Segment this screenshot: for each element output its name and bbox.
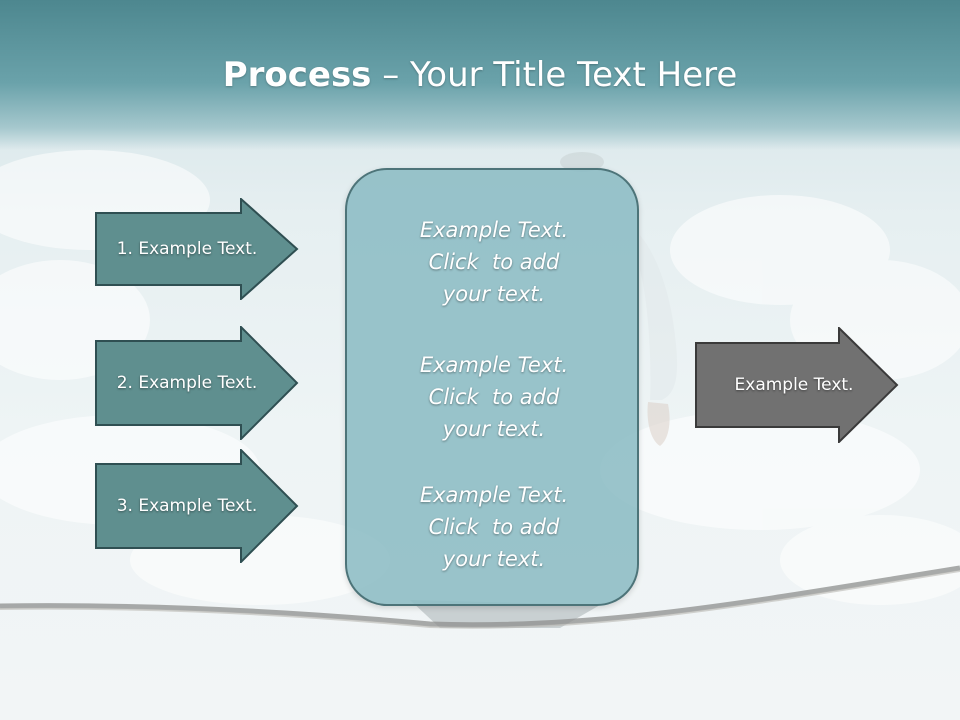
center-text-box[interactable]: Example Text. Click to add your text. Ex…: [345, 168, 639, 606]
right-arrow-shape: [95, 326, 299, 440]
step-label-1: 1. Example Text.: [116, 239, 258, 259]
center-paragraph-1: Example Text. Click to add your text.: [347, 214, 641, 310]
slide-title[interactable]: Process – Your Title Text Here: [0, 52, 960, 98]
step-arrow-3[interactable]: 3. Example Text.: [95, 449, 300, 563]
paragraph-line: your text.: [442, 547, 546, 571]
step-arrow-2[interactable]: 2. Example Text.: [95, 326, 300, 440]
title-rest-part: – Your Title Text Here: [371, 55, 738, 95]
paragraph-line: your text.: [442, 282, 546, 306]
paragraph-line: Click to add: [428, 515, 560, 539]
right-arrow-shape: [95, 198, 299, 300]
step-label-3: 3. Example Text.: [116, 496, 258, 516]
center-paragraph-2: Example Text. Click to add your text.: [347, 349, 641, 445]
step-label-2: 2. Example Text.: [116, 373, 258, 393]
paragraph-line: your text.: [442, 417, 546, 441]
paragraph-line: Example Text.: [419, 218, 569, 242]
right-arrow-shape: [695, 327, 899, 443]
rope: [0, 565, 960, 628]
title-bold-part: Process: [222, 55, 372, 95]
paragraph-line: Example Text.: [419, 483, 569, 507]
paragraph-line: Example Text.: [419, 353, 569, 377]
paragraph-line: Click to add: [428, 250, 560, 274]
paragraph-line: Click to add: [428, 385, 560, 409]
step-arrow-1[interactable]: 1. Example Text.: [95, 198, 300, 300]
clouds: [0, 150, 960, 605]
result-label: Example Text.: [734, 375, 854, 395]
title-band: [0, 0, 960, 150]
result-arrow[interactable]: Example Text.: [695, 327, 900, 443]
center-paragraph-3: Example Text. Click to add your text.: [347, 479, 641, 575]
tightrope-walker-figure: [410, 152, 678, 628]
right-arrow-shape: [95, 449, 299, 563]
